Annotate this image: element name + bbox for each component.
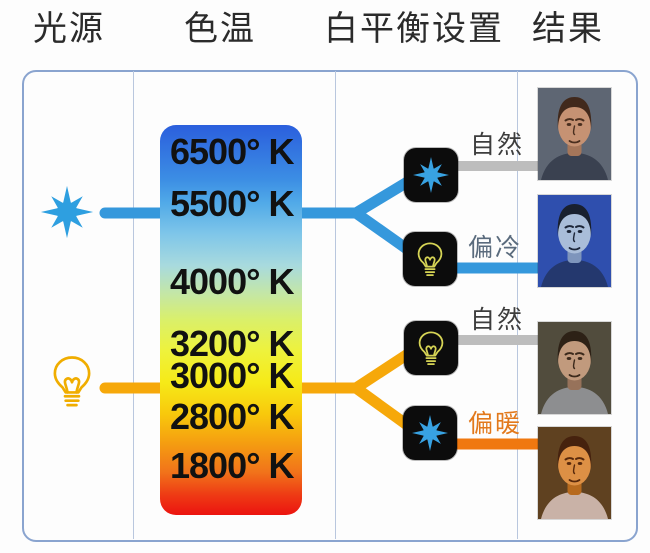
temp-label-4000k: 4000° K (170, 261, 294, 302)
temp-label-1800k: 1800° K (170, 445, 294, 486)
result-label-cool: 偏冷 (468, 235, 523, 262)
sun-wb-icon (410, 413, 450, 453)
header-result: 结果 (532, 11, 604, 48)
sun-icon (38, 183, 96, 241)
wb-setting-daylight-1 (404, 148, 458, 202)
wb-setting-daylight-2 (403, 406, 457, 460)
column-divider (133, 71, 134, 539)
header-color-temperature: 色温 (184, 11, 256, 48)
result-label-natural-2: 自然 (470, 307, 525, 334)
result-photo-natural-1 (538, 88, 611, 180)
temp-label-6500k: 6500° K (170, 131, 294, 172)
result-photo-warm (538, 427, 611, 519)
bulb-wb-icon (413, 237, 447, 281)
bulb-wb-icon (414, 326, 448, 370)
column-divider (335, 71, 336, 539)
result-photo-natural-2 (538, 322, 611, 414)
temperature-gradient-bar: 6500° K 5500° K 4000° K 3200° K 3000° K … (160, 125, 302, 515)
result-label-natural-1: 自然 (470, 132, 525, 159)
temp-label-5500k: 5500° K (170, 183, 294, 224)
header-light-source: 光源 (33, 11, 105, 48)
result-label-warm: 偏暖 (468, 411, 523, 438)
diagram-panel (22, 70, 638, 542)
sun-wb-icon (411, 155, 451, 195)
header-wb-setting: 白平衡设置 (324, 11, 504, 48)
wb-setting-tungsten-2 (404, 321, 458, 375)
temp-label-3200k: 3200° K (170, 323, 294, 364)
wb-setting-tungsten-1 (403, 232, 457, 286)
column-divider (517, 71, 518, 539)
temp-label-2800k: 2800° K (170, 396, 294, 437)
bulb-icon (46, 348, 98, 414)
result-photo-cool (538, 195, 611, 287)
temp-label-3000k: 3000° K (170, 355, 294, 396)
